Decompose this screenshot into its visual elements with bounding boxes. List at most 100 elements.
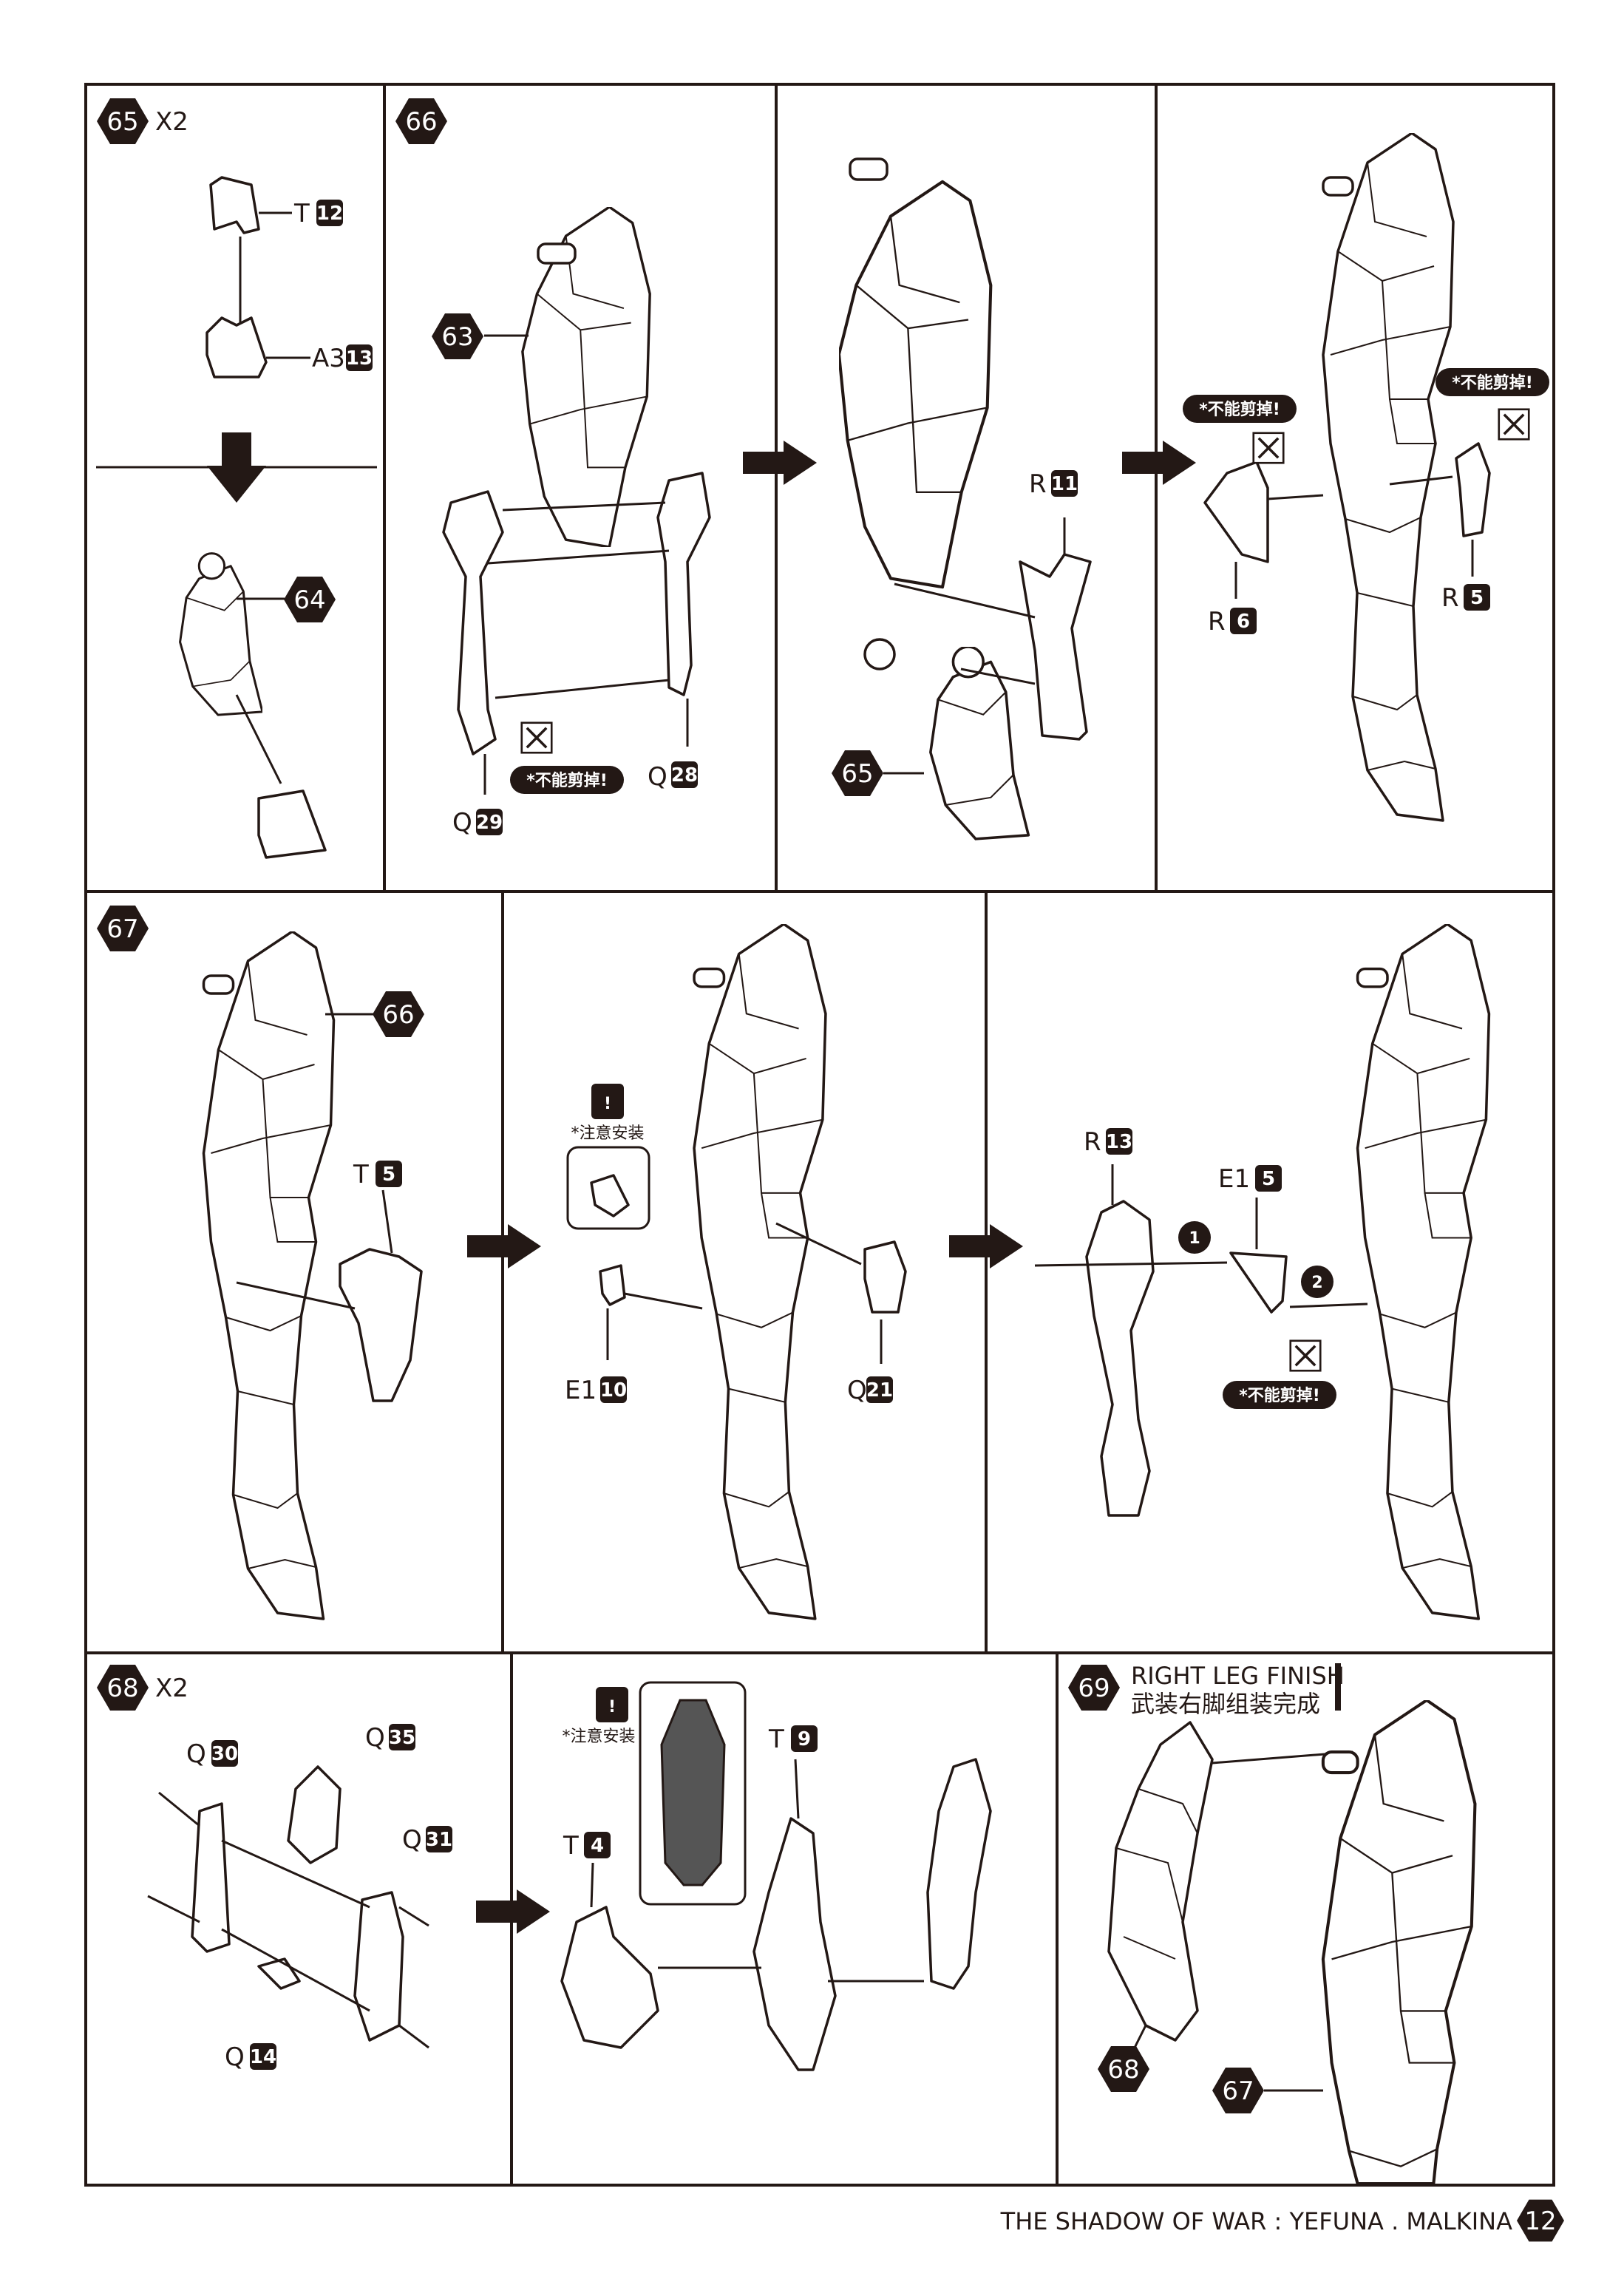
order-number: 1 [1189,1229,1200,1248]
step-68: 68 X2 Q 30 Q 35 Q 31 Q 14 ! *注意安装 T 9 T … [97,1665,992,2072]
part-letter: Q [186,1739,206,1769]
part-t5 [339,1248,423,1402]
part-letter: Q [225,2042,245,2072]
part-t4 [560,1906,659,2049]
part-letter: T [293,199,310,228]
do-not-cut-icon [520,721,553,754]
part-letter: R [1084,1127,1101,1157]
part-q14 [257,1957,301,1990]
down-arrow-icon [207,432,266,503]
part-number: 5 [382,1164,395,1186]
ref-number: 63 [441,322,473,352]
part-letter: R [1208,607,1226,636]
order-badge-1 [1178,1221,1211,1254]
step-66: 66 63 Q 28 Q 29 *不能剪掉! R 11 65 R 6 *不能剪掉… [395,98,1549,840]
part-letter: Q [452,808,472,838]
part-number: 4 [591,1835,604,1857]
part-q30 [191,1802,231,1953]
part-number: 35 [389,1727,415,1749]
part-letter: R [1441,583,1459,613]
part-e1-5 [1229,1251,1288,1314]
part-q29 [442,490,504,755]
part-letter: Q [847,1376,867,1405]
part-r5 [1455,442,1491,537]
order-badge-2 [1301,1266,1333,1298]
leg-assembly-66 [204,931,334,1619]
part-t12 [209,176,260,234]
part-r13 [1085,1200,1155,1517]
part-letter: E1 [565,1376,597,1405]
part-letter: T [768,1725,784,1754]
part-number: 11 [1051,473,1078,495]
leg-assembly [1356,924,1491,1620]
assembled-part-64 [178,551,262,716]
part-number: 30 [211,1743,238,1765]
attention-note: *注意安装 [571,1124,644,1143]
assembled-part-65 [928,647,1030,840]
part-number: 10 [600,1379,627,1402]
ref-number: 68 [1107,2055,1139,2085]
next-arrow-icon [743,441,817,485]
step-69: 69 RIGHT LEG FINISH 武装右脚组装完成 68 67 [1068,1662,1475,2184]
caution-icon [596,1687,628,1722]
part-number: 6 [1237,611,1250,633]
do-not-cut-icon [1289,1339,1322,1372]
part-frame-assembly [926,1758,992,1990]
part-letter: T [353,1160,369,1189]
part-number: 21 [866,1379,893,1402]
part-t9 [752,1817,837,2071]
part-letter: A3 [312,344,345,373]
do-not-cut-icon [1252,432,1285,464]
footer: THE SHADOW OF WAR : YEFUNA . MALKINA 12 [1000,2199,1564,2242]
part-letter: Q [365,1723,385,1753]
part-number: 12 [316,203,343,225]
footer-title: THE SHADOW OF WAR : YEFUNA . MALKINA [1000,2207,1512,2235]
caution-mark: ! [604,1095,611,1113]
part-number: 5 [1262,1168,1275,1190]
part-e1-10 [599,1264,626,1306]
part-q28 [656,472,711,696]
part-letter: Q [648,762,667,792]
no-cut-note: *不能剪掉! [1239,1386,1320,1405]
ref-number: 65 [841,759,873,789]
part-number: 29 [476,812,503,834]
part-letter: E1 [1218,1164,1250,1194]
step-number: 69 [1078,1674,1110,1703]
part-a3-13 [205,316,268,378]
caution-icon [591,1084,624,1119]
step-number: 66 [405,107,437,137]
step-67: 67 66 T 5 ! *注意安装 E1 10 Q 21 R 13 E1 5 1… [97,906,1491,1620]
ref-number: 64 [293,585,325,615]
part-letter: Q [402,1825,422,1855]
part-number: 28 [671,764,698,787]
part-number: 13 [1106,1131,1132,1153]
no-cut-note: *不能剪掉! [526,771,608,790]
order-number: 2 [1311,1274,1322,1292]
step-65: 65 X2 T 12 A3 13 64 [97,98,373,859]
do-not-cut-icon [1498,408,1530,441]
part-letter: T [563,1831,579,1861]
step-number: 67 [106,914,138,944]
part-number: 14 [250,2046,276,2068]
multiplier: X2 [155,1674,188,1703]
part-number: 9 [798,1728,811,1750]
attention-note: *注意安装 [562,1728,635,1746]
part-q21 [863,1240,907,1314]
part-number: 13 [346,347,373,370]
leg-assembly [1323,133,1453,821]
frame [84,83,1555,2187]
multiplier: X2 [155,107,188,137]
part-number: 5 [1470,587,1484,609]
part-number: 31 [426,1829,452,1851]
part-r11 [1019,553,1092,741]
part-foot [257,789,327,859]
no-cut-note: *不能剪掉! [1452,373,1533,393]
ref-number: 66 [382,1000,414,1030]
leg-upper-assembly [839,182,991,587]
finish-title-en: RIGHT LEG FINISH [1131,1662,1345,1690]
ref-number: 67 [1222,2076,1254,2106]
leg-assembly [693,924,827,1620]
no-cut-note: *不能剪掉! [1199,400,1280,419]
page-number: 12 [1524,2207,1556,2236]
